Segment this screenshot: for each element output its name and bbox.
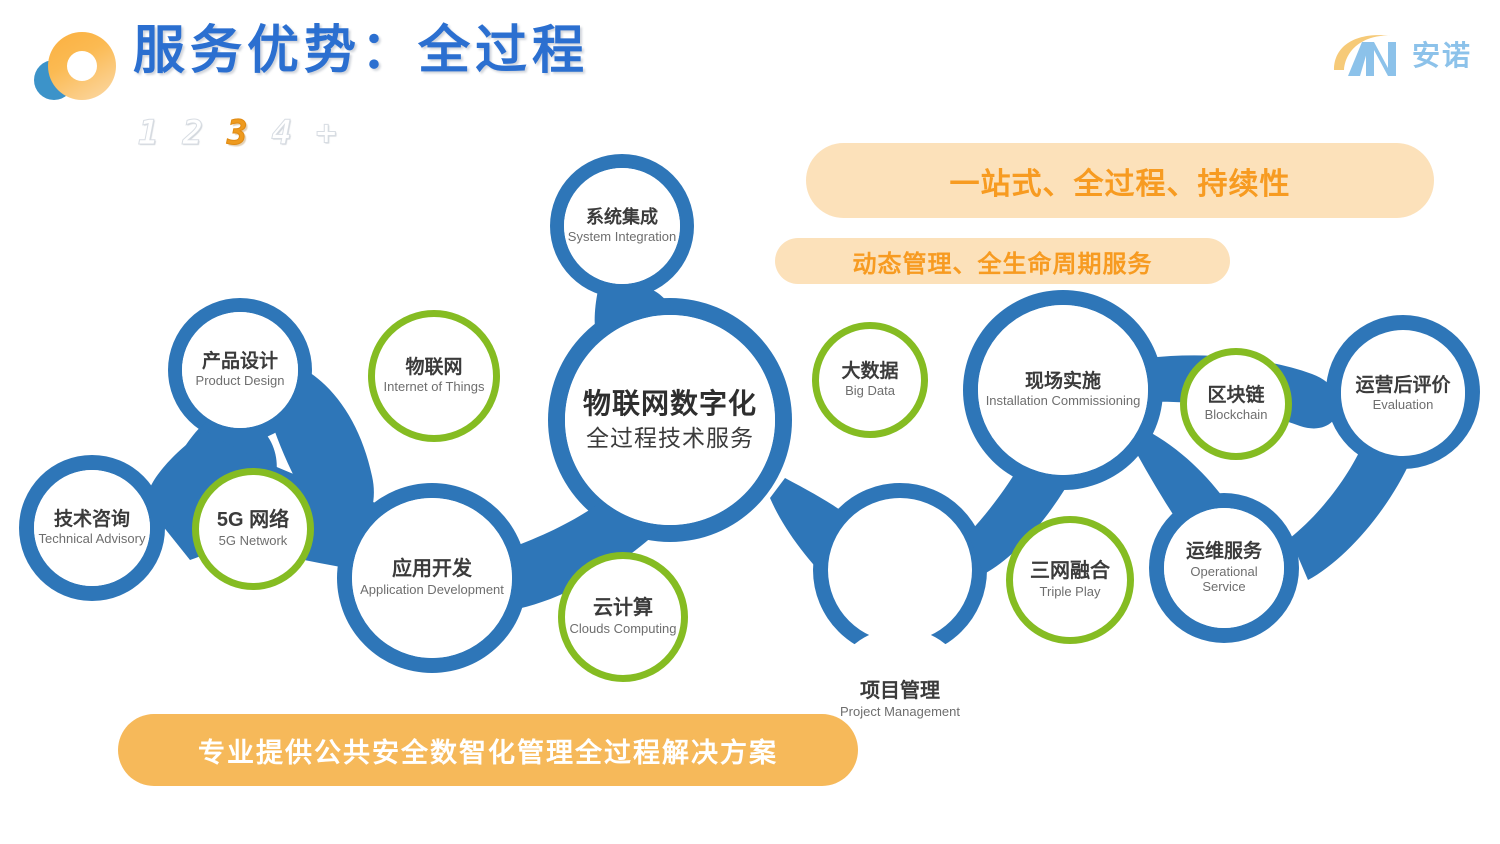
node-label-cn: 项目管理 xyxy=(860,680,940,703)
node-label-en: Evaluation xyxy=(1372,397,1434,413)
node-label-cn: 运维服务 xyxy=(1185,541,1262,563)
node-label-cn: 云计算 xyxy=(593,597,653,620)
node-blockchain[interactable]: 区块链 Blockchain xyxy=(1180,348,1292,460)
node-operational-service[interactable]: 运维服务 Operational Service xyxy=(1164,508,1284,628)
page-indicator-2[interactable]: 2 xyxy=(182,113,204,153)
callout-banner-primary: 一站式、全过程、持续性 xyxy=(806,143,1434,218)
node-product-design[interactable]: 产品设计 Product Design xyxy=(182,312,298,428)
node-big-data[interactable]: 大数据 Big Data xyxy=(812,322,928,438)
brand-logo: 安诺 xyxy=(1328,28,1472,84)
node-label-en: Product Design xyxy=(195,373,285,389)
node-label-cn: 运营后评价 xyxy=(1355,374,1451,396)
node-label-cn: 技术咨询 xyxy=(53,508,130,530)
node-label-en: Installation Commissioning xyxy=(985,393,1141,409)
node-installation-commissioning[interactable]: 现场实施 Installation Commissioning xyxy=(978,305,1148,475)
node-center-iot-digitalization[interactable]: 物联网数字化 全过程技术服务 xyxy=(565,315,775,525)
node-label-cn: 现场实施 xyxy=(1024,370,1101,392)
page-title: 服务优势：全过程 xyxy=(133,23,590,80)
company-logo-icon xyxy=(32,28,116,106)
node-label-en: Operational Service xyxy=(1190,563,1258,594)
page-indicator-plus[interactable]: + xyxy=(315,113,337,153)
node-label-en: System Integration xyxy=(567,228,677,244)
node-label-cn: 应用开发 xyxy=(392,558,472,581)
node-label-cn: 5G 网络 xyxy=(216,509,290,532)
page-indicator-4[interactable]: 4 xyxy=(271,113,293,153)
node-triple-play[interactable]: 三网融合 Triple Play xyxy=(1006,516,1134,644)
node-label-cn: 大数据 xyxy=(841,360,899,382)
node-center-label-en: 全过程技术服务 xyxy=(586,425,754,452)
node-label-en: Big Data xyxy=(845,383,895,399)
node-label-en: Application Development xyxy=(360,581,504,597)
node-label-en: Technical Advisory xyxy=(38,531,146,547)
node-label-en: Internet of Things xyxy=(383,379,485,395)
node-label-cn: 三网融合 xyxy=(1030,560,1110,583)
node-label-en: 5G Network xyxy=(218,532,288,548)
node-system-integration[interactable]: 系统集成 System Integration xyxy=(564,168,680,284)
node-label-cn: 区块链 xyxy=(1207,384,1265,406)
node-label-cn: 系统集成 xyxy=(586,207,658,228)
callout-banner-secondary: 动态管理、全生命周期服务 xyxy=(775,238,1230,284)
node-evaluation[interactable]: 运营后评价 Evaluation xyxy=(1341,332,1465,456)
node-label-en: Blockchain xyxy=(1204,407,1268,423)
bottom-banner: 专业提供公共安全数智化管理全过程解决方案 xyxy=(118,714,858,786)
node-label-cn: 产品设计 xyxy=(201,350,278,372)
node-clouds-computing[interactable]: 云计算 Clouds Computing xyxy=(558,552,688,682)
node-label-en: Triple Play xyxy=(1039,583,1101,599)
node-application-development[interactable]: 应用开发 Application Development xyxy=(352,498,512,658)
node-5g-network[interactable]: 5G 网络 5G Network xyxy=(192,468,314,590)
node-label-en: Project Management xyxy=(840,703,960,719)
node-label-en: Clouds Computing xyxy=(569,620,677,636)
page-indicator-3-active[interactable]: 3 xyxy=(226,113,248,153)
logo-orange-ring xyxy=(48,32,116,100)
brand-name: 安诺 xyxy=(1411,40,1472,71)
node-label-cn: 物联网 xyxy=(405,356,463,378)
node-center-label-cn: 物联网数字化 xyxy=(582,388,757,420)
node-technical-advisory[interactable]: 技术咨询 Technical Advisory xyxy=(34,470,150,586)
network-diagram-nodes: 系统集成 System Integration 产品设计 Product Des… xyxy=(0,130,1500,772)
brand-an-mark-icon xyxy=(1333,35,1396,76)
node-internet-of-things[interactable]: 物联网 Internet of Things xyxy=(368,310,500,442)
page-indicator-1[interactable]: 1 xyxy=(137,113,159,153)
page-indicator[interactable]: 1 2 3 4 + xyxy=(137,113,337,153)
